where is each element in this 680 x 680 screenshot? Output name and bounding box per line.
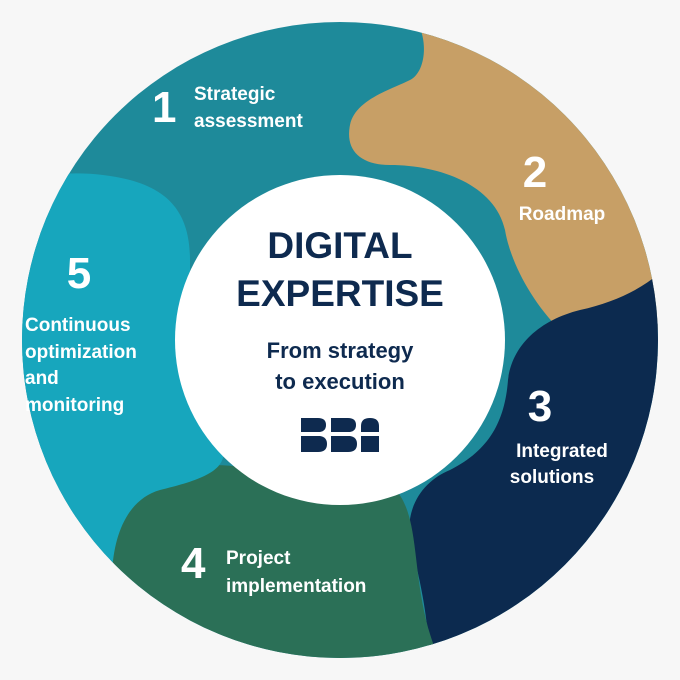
center-title-line1: DIGITAL xyxy=(267,225,412,266)
segment-4-label-line1: Project xyxy=(226,548,291,569)
segment-5-label-line1: Continuous xyxy=(25,315,131,336)
center-circle xyxy=(175,175,505,505)
segment-5-label-line3: and xyxy=(25,368,59,389)
segment-3-label-line2: solutions xyxy=(510,467,594,488)
segment-4-number: 4 xyxy=(181,539,206,588)
segment-2-label-line1: Roadmap xyxy=(519,204,606,225)
segment-4-fill xyxy=(110,465,450,658)
segment-3-number: 3 xyxy=(528,382,552,431)
segment-5-label-line2: optimization xyxy=(25,342,137,363)
segment-4-label-line2: implementation xyxy=(226,576,366,597)
segment-2-number: 2 xyxy=(523,148,547,197)
segment-5-label-line4: monitoring xyxy=(25,395,124,416)
segment-1-number: 1 xyxy=(152,83,176,132)
center-subtitle-line2: to execution xyxy=(275,369,405,394)
segment-3-label-line1: Integrated xyxy=(516,441,608,462)
segment-1-label-line1: Strategic xyxy=(194,84,276,105)
segment-5-number: 5 xyxy=(67,249,91,298)
center-title-line2: EXPERTISE xyxy=(236,273,444,314)
center-subtitle-line1: From strategy xyxy=(267,338,414,363)
bba-logo xyxy=(301,418,379,452)
segment-1-label-line2: assessment xyxy=(194,111,303,132)
